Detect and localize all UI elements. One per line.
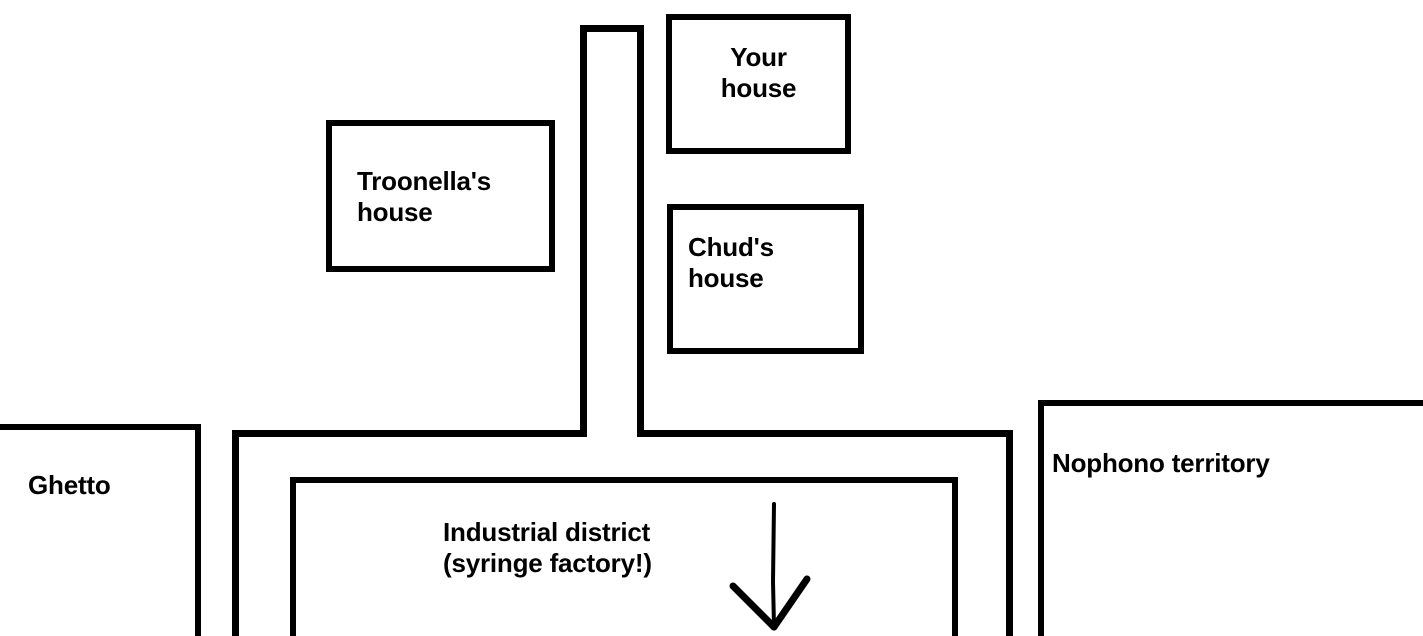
region-label-troonella-house: Troonella's house xyxy=(357,166,492,227)
region-label-ghetto: Ghetto xyxy=(28,470,111,500)
horizontal-road-top-edge-right xyxy=(637,430,1013,437)
horizontal-road-right-edge xyxy=(1006,430,1013,636)
region-label-nophono-territory: Nophono territory xyxy=(1052,448,1270,478)
horizontal-road-top-edge-left xyxy=(232,430,584,437)
region-box-your-house[interactable] xyxy=(666,14,851,154)
region-label-your-house: Your house xyxy=(720,42,797,103)
region-box-nophono-territory[interactable] xyxy=(1038,400,1423,636)
vertical-road-top-edge xyxy=(580,25,644,32)
region-box-chuds-house[interactable] xyxy=(667,204,864,354)
region-label-industrial-district: Industrial district (syringe factory!) xyxy=(443,517,652,578)
region-label-chuds-house: Chud's house xyxy=(688,232,774,293)
region-box-troonella-house[interactable] xyxy=(326,120,555,272)
region-box-industrial-district[interactable] xyxy=(290,477,958,636)
vertical-road-right-edge xyxy=(637,25,644,437)
vertical-road-left-edge xyxy=(580,25,587,437)
horizontal-road-left-edge xyxy=(232,430,239,636)
region-box-ghetto[interactable] xyxy=(0,424,201,636)
